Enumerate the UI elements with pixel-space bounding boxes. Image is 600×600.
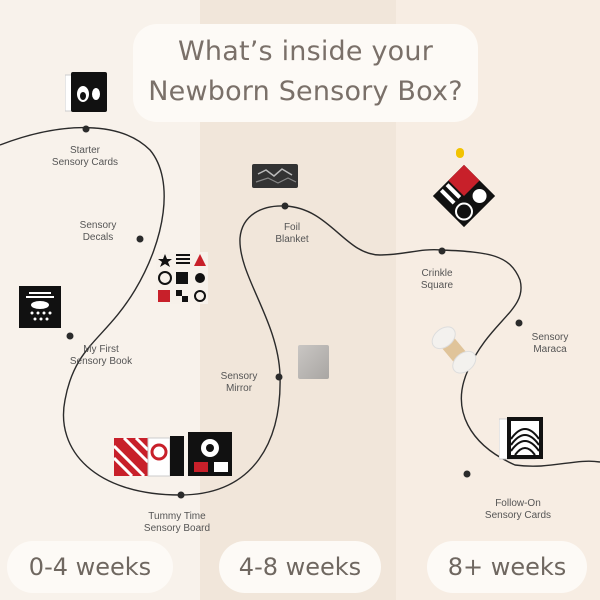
milestone-dot xyxy=(177,491,185,499)
milestone-dot xyxy=(82,125,90,133)
milestone-dot xyxy=(463,470,471,478)
item-label-line: Sensory Book xyxy=(69,356,133,367)
item-label-line: Sensory xyxy=(220,371,258,382)
starter-cards-image xyxy=(65,72,107,112)
item-my-first-sensory-book: My First Sensory Book xyxy=(46,344,156,368)
item-label-line: Decals xyxy=(82,232,114,243)
sensory-mirror-image xyxy=(298,345,329,379)
item-sensory-maraca: Sensory Maraca xyxy=(495,332,600,356)
stage-pill-0-4-weeks: 0-4 weeks xyxy=(7,541,173,593)
item-foil-blanket: Foil Blanket xyxy=(237,222,347,246)
item-label-line: Sensory xyxy=(79,220,117,231)
path-line xyxy=(0,126,600,496)
item-label-line: My First xyxy=(83,344,119,355)
stage-pill-4-8-weeks: 4-8 weeks xyxy=(219,541,381,593)
item-label-line: Sensory xyxy=(531,332,569,343)
item-follow-on-sensory-cards: Follow-On Sensory Cards xyxy=(463,498,573,522)
item-sensory-decals: Sensory Decals xyxy=(43,220,153,244)
stage-pill-8-plus-weeks: 8+ weeks xyxy=(427,541,587,593)
sensory-maraca-image xyxy=(431,326,477,374)
follow-on-cards-image xyxy=(499,417,543,460)
milestone-dot xyxy=(136,235,144,243)
item-label-line: Square xyxy=(420,280,454,291)
item-label-line: Starter xyxy=(69,145,100,156)
item-label-line: Mirror xyxy=(225,383,253,394)
item-label-line: Tummy Time xyxy=(148,511,206,522)
crinkle-square-image xyxy=(432,148,496,228)
title-card xyxy=(133,24,478,122)
sensory-decals-image xyxy=(156,252,208,304)
foil-blanket-image xyxy=(252,164,298,188)
item-sensory-mirror: Sensory Mirror xyxy=(184,371,294,395)
item-label-line: Crinkle xyxy=(421,268,453,279)
item-crinkle-square: Crinkle Square xyxy=(382,268,492,292)
milestone-dot xyxy=(515,319,523,327)
item-label-line: Follow-On xyxy=(495,498,541,509)
item-label-line: Blanket xyxy=(275,234,309,245)
milestone-dot xyxy=(438,247,446,255)
milestone-dot xyxy=(275,373,283,381)
item-starter-sensory-cards: Starter Sensory Cards xyxy=(30,145,140,169)
item-tummy-time-sensory-board: Tummy Time Sensory Board xyxy=(122,511,232,535)
sensory-book-image xyxy=(19,286,61,328)
item-label-line: Foil xyxy=(283,222,301,233)
milestone-dot xyxy=(66,332,74,340)
item-label-line: Sensory Board xyxy=(143,523,211,534)
item-label-line: Maraca xyxy=(533,344,567,355)
title-line-1: What’s inside your xyxy=(178,36,433,67)
item-label-line: Sensory Cards xyxy=(484,510,552,521)
item-label-line: Sensory Cards xyxy=(51,157,119,168)
milestone-dot xyxy=(281,202,289,210)
tummy-time-board-image xyxy=(114,432,232,478)
title-line-2: Newborn Sensory Box? xyxy=(148,76,463,107)
